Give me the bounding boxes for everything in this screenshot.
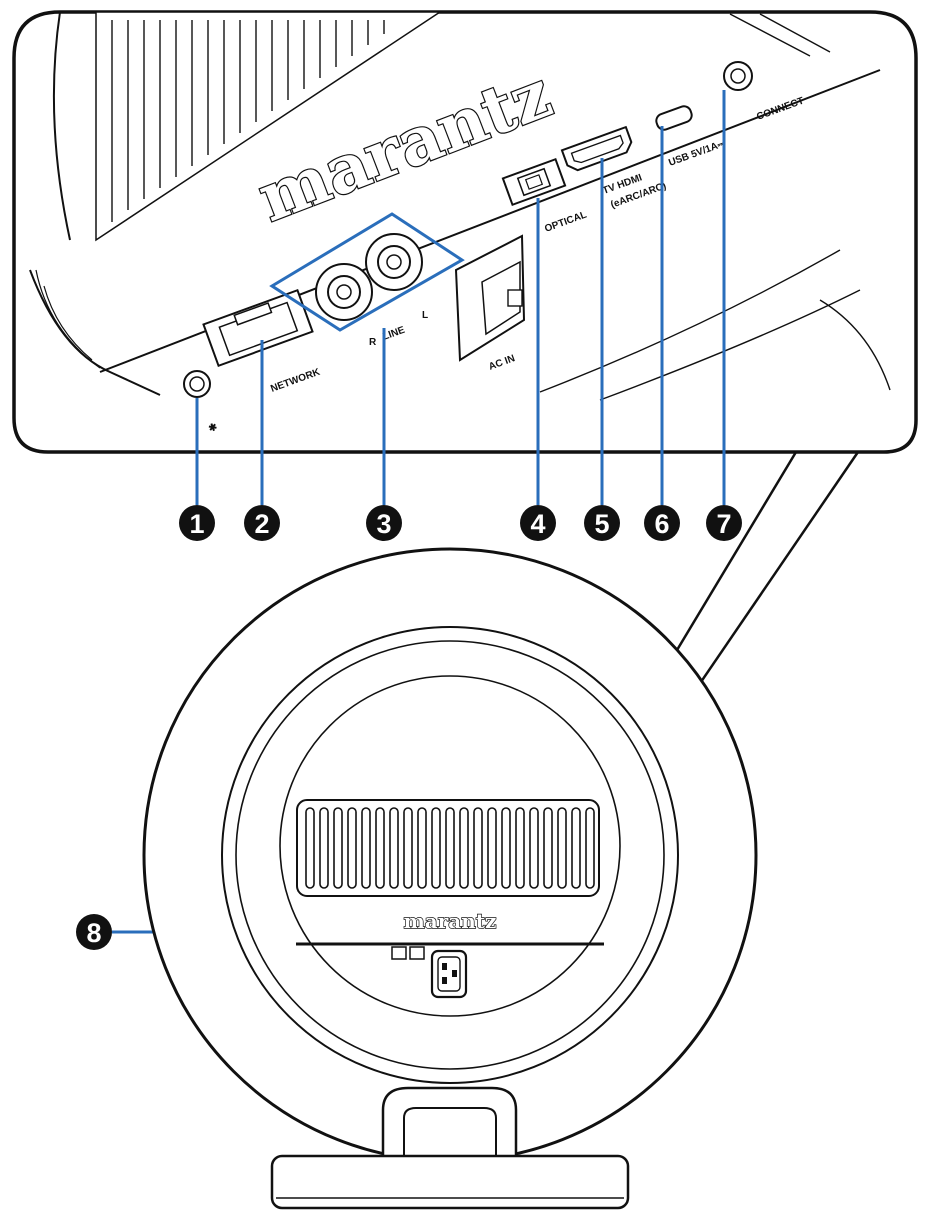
- svg-text:8: 8: [86, 918, 101, 948]
- optical-input[interactable]: [501, 157, 567, 207]
- callout-6: 6: [644, 505, 680, 541]
- line-l-label: L: [422, 310, 428, 321]
- connector-plate: [296, 942, 604, 960]
- hdmi-port[interactable]: [560, 125, 634, 173]
- callout-2: 2: [244, 505, 280, 541]
- brand-logo-small: marantz: [404, 909, 497, 933]
- network-port[interactable]: [202, 288, 314, 368]
- vent-grille: [296, 799, 600, 897]
- svg-text:3: 3: [376, 509, 391, 539]
- line-r-label: R: [369, 337, 377, 348]
- svg-text:4: 4: [530, 509, 545, 539]
- callout-badges: 1 2 3 4 5 6 7 8: [76, 505, 742, 950]
- callout-5: 5: [584, 505, 620, 541]
- zoomed-panel: marantz ✱ NETWORK R LINE L: [12, 10, 918, 454]
- line-in-jacks[interactable]: [269, 212, 465, 332]
- svg-text:2: 2: [254, 509, 269, 539]
- callout-4: 4: [520, 505, 556, 541]
- ac-inlet[interactable]: [430, 949, 468, 999]
- callout-1: 1: [179, 505, 215, 541]
- grille-slots: [111, 20, 385, 222]
- callout-7: 7: [706, 505, 742, 541]
- usb-port[interactable]: [654, 104, 693, 131]
- grille-area: [95, 11, 443, 242]
- leader-lines: [112, 90, 726, 950]
- body-edge-outer: [52, 11, 71, 241]
- ac-in-recess: [454, 234, 526, 362]
- callout-8: 8: [76, 914, 112, 950]
- speaker-stand: [270, 1086, 630, 1210]
- bluetooth-button[interactable]: [183, 370, 211, 398]
- line-in-highlight: [269, 212, 465, 332]
- callout-3: 3: [366, 505, 402, 541]
- svg-text:1: 1: [189, 509, 204, 539]
- svg-text:5: 5: [594, 509, 609, 539]
- svg-text:7: 7: [716, 509, 731, 539]
- svg-text:6: 6: [654, 509, 669, 539]
- connect-button[interactable]: [723, 61, 753, 91]
